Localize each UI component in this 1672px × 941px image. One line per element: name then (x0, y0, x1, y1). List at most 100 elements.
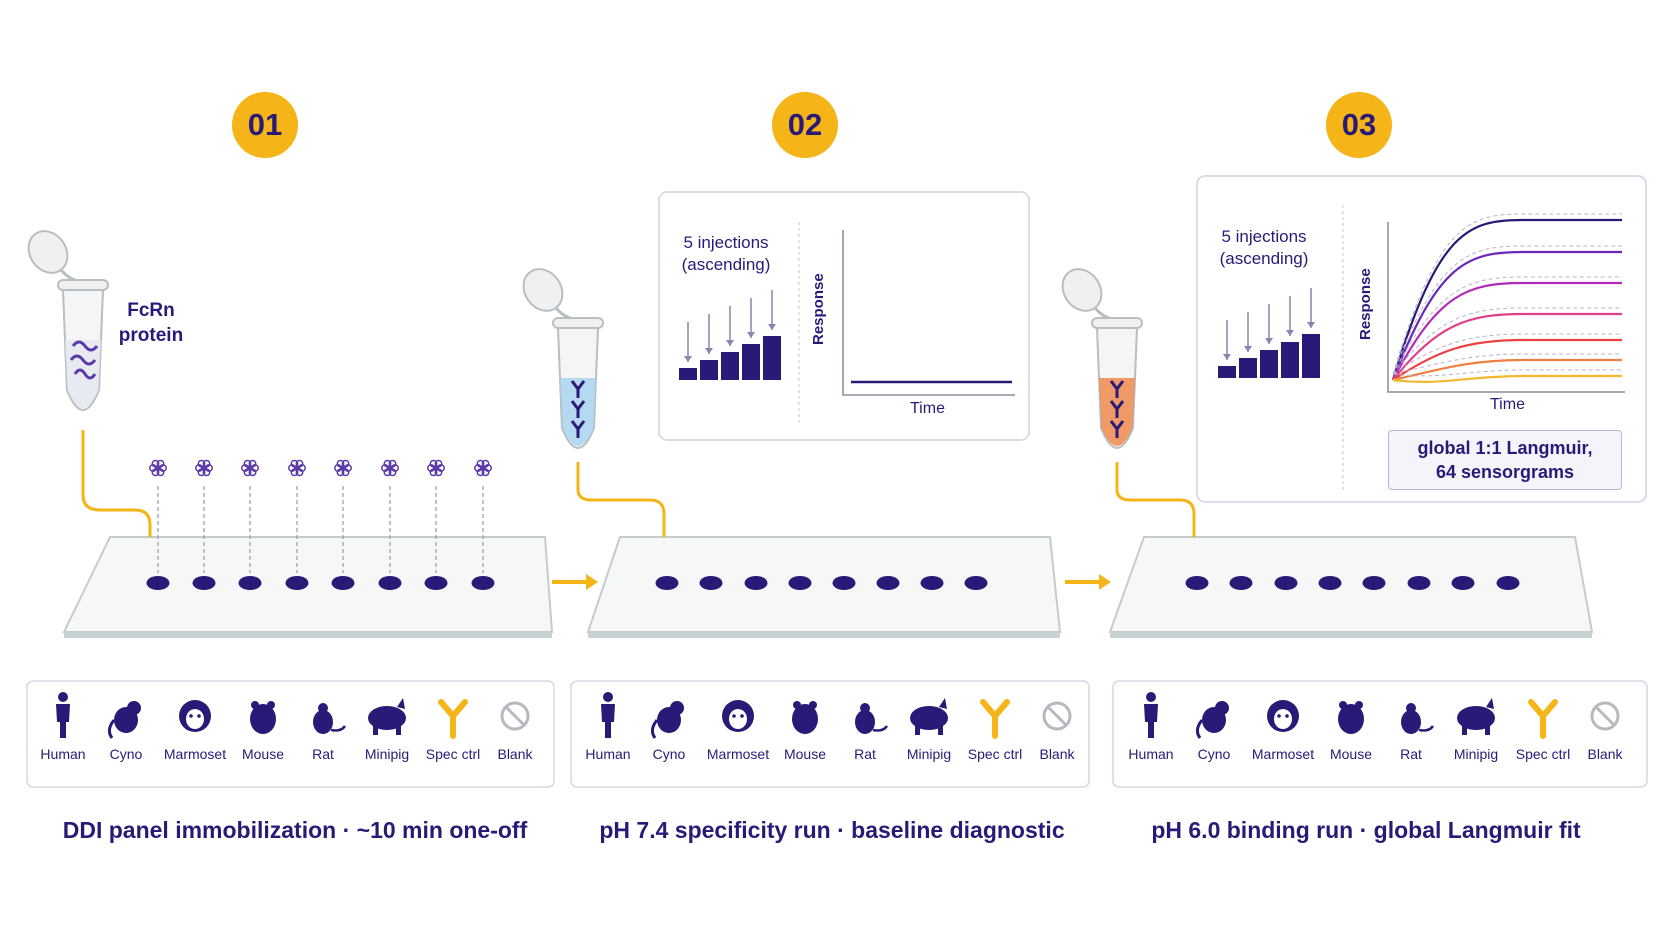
cyno-icon-tail (107, 719, 116, 739)
slide-1-spot-4 (285, 576, 309, 590)
species-label: Human (585, 746, 631, 762)
panel-3-curve-7 (1392, 374, 1622, 384)
species-label: Blank (1587, 746, 1623, 762)
blank-icon-ring (1042, 701, 1072, 731)
rat-icon-body (1401, 710, 1421, 734)
blank-icon-slash (1594, 705, 1616, 727)
species-label: Rat (854, 746, 876, 762)
slide-2-spot-6 (876, 576, 900, 590)
slide-1-edge (64, 632, 552, 638)
slide-3-surface (1108, 536, 1594, 633)
fit-label-line1: global 1:1 Langmuir, (1417, 438, 1593, 458)
slide-3-spot-3 (1274, 576, 1298, 590)
antibody-tube-ph60-rim (1091, 317, 1143, 329)
slide-1-spot-3 (238, 576, 262, 590)
panel-2-injections-bar-4 (742, 344, 760, 380)
panel-2-injections-bar-3 (721, 352, 739, 380)
antibody-tube-ph60-antibody-1 (1109, 380, 1125, 398)
protein-glyph-7-core (433, 465, 439, 471)
minipig-icon-leg-2 (396, 726, 401, 735)
species-label: Rat (1400, 746, 1422, 762)
panel-step-3 (1196, 175, 1647, 503)
species-panel-3 (1112, 680, 1648, 788)
marmoset-icon-eye-r (740, 714, 744, 718)
minipig-icon (910, 698, 948, 735)
species-label: Cyno (1197, 746, 1231, 762)
protein-glyph-5 (334, 459, 352, 477)
rat-icon-head (318, 703, 328, 713)
rat-icon (855, 703, 889, 734)
blank-icon-ring (500, 701, 530, 731)
minipig-icon (368, 698, 406, 735)
panel2-injections-line1: 5 injections (683, 233, 769, 252)
panel-2-injections-bar-5 (763, 336, 781, 380)
step-2-badge: 02 (772, 92, 838, 158)
protein-glyph-8-core (480, 465, 486, 471)
antibody-tube-ph74-antibody-3 (570, 420, 586, 438)
fcrn-tube (27, 230, 109, 411)
mouse-icon (792, 701, 818, 734)
minipig-icon-leg-1 (373, 726, 378, 735)
human-icon (56, 692, 70, 738)
panel-2-injections-arrowhead-1 (684, 356, 692, 362)
minipig-icon-ear (939, 698, 947, 709)
protein-glyph-2-core (201, 465, 207, 471)
panel-2-injections (679, 290, 781, 380)
protein-glyph-3 (241, 459, 259, 477)
panel-3-curve-1 (1391, 218, 1622, 381)
slide-2-spot-4 (788, 576, 812, 590)
panel-2-injections-bar-1 (679, 368, 697, 380)
panel-3-curve-4 (1392, 312, 1622, 381)
cyno-icon-tail (1195, 719, 1204, 739)
human-icon-body (1144, 704, 1158, 738)
human-icon (601, 692, 615, 738)
panel-2-injections-arrowhead-5 (768, 324, 776, 330)
protein-glyph-3-core (247, 465, 253, 471)
mouse-icon (1338, 701, 1364, 734)
mouse-icon-body (1338, 704, 1364, 734)
panel-2-injections-arrowhead-4 (747, 332, 755, 338)
antibody-icon (980, 699, 1010, 739)
cyno-icon-head (127, 701, 141, 715)
panel3-injections-line2: (ascending) (1219, 249, 1309, 268)
panel-3-curve-5 (1392, 338, 1622, 381)
panel-3-injections-bar-1 (1218, 366, 1236, 378)
species-label: Mouse (1329, 746, 1373, 762)
human-icon-head (58, 692, 68, 702)
antibody-tube-ph60-hinge (1093, 307, 1110, 320)
protein-glyph-5-core (340, 465, 346, 471)
marmoset-icon (1267, 700, 1299, 732)
cyno-icon-tail (650, 719, 659, 739)
panel2-xlabel: Time (910, 400, 945, 417)
mouse-icon-ear-l (1339, 701, 1347, 709)
antibody-icon-shape (980, 699, 1010, 739)
species-label: Minipig (364, 746, 410, 762)
slide-1-spot-2 (192, 576, 216, 590)
antibody-tube-ph74-rim (552, 317, 604, 329)
antibody-tube-ph60 (1061, 268, 1143, 449)
protein-glyph-6 (381, 459, 399, 477)
slide-1-spot-6 (378, 576, 402, 590)
panel2-injections-line2: (ascending) (681, 255, 771, 274)
minipig-icon-leg-1 (1462, 726, 1467, 735)
slide-3 (1108, 536, 1594, 638)
species-label: Minipig (906, 746, 952, 762)
minipig-icon-body (910, 706, 948, 730)
protein-glyph-2 (195, 459, 213, 477)
rat-icon-head (860, 703, 870, 713)
minipig-icon-body (368, 706, 406, 730)
species-label: Spec ctrl (967, 746, 1023, 762)
panel-2-axes (842, 230, 1015, 396)
antibody-tube-ph74-hinge (554, 307, 571, 320)
fcrn-label-line2: protein (118, 325, 184, 346)
panel-3-injections-arrowhead-1 (1223, 354, 1231, 360)
panel-3-injections-arrowhead-2 (1244, 346, 1252, 352)
mouse-icon-ear-r (809, 701, 817, 709)
panel-2-injections-bar-2 (700, 360, 718, 380)
marmoset-icon-face (186, 709, 204, 729)
slide-1-spot-7 (424, 576, 448, 590)
fit-label-line2: 64 sensorgrams (1435, 462, 1575, 482)
step-1-badge: 01 (232, 92, 298, 158)
panel-3-curve-3 (1392, 281, 1622, 381)
